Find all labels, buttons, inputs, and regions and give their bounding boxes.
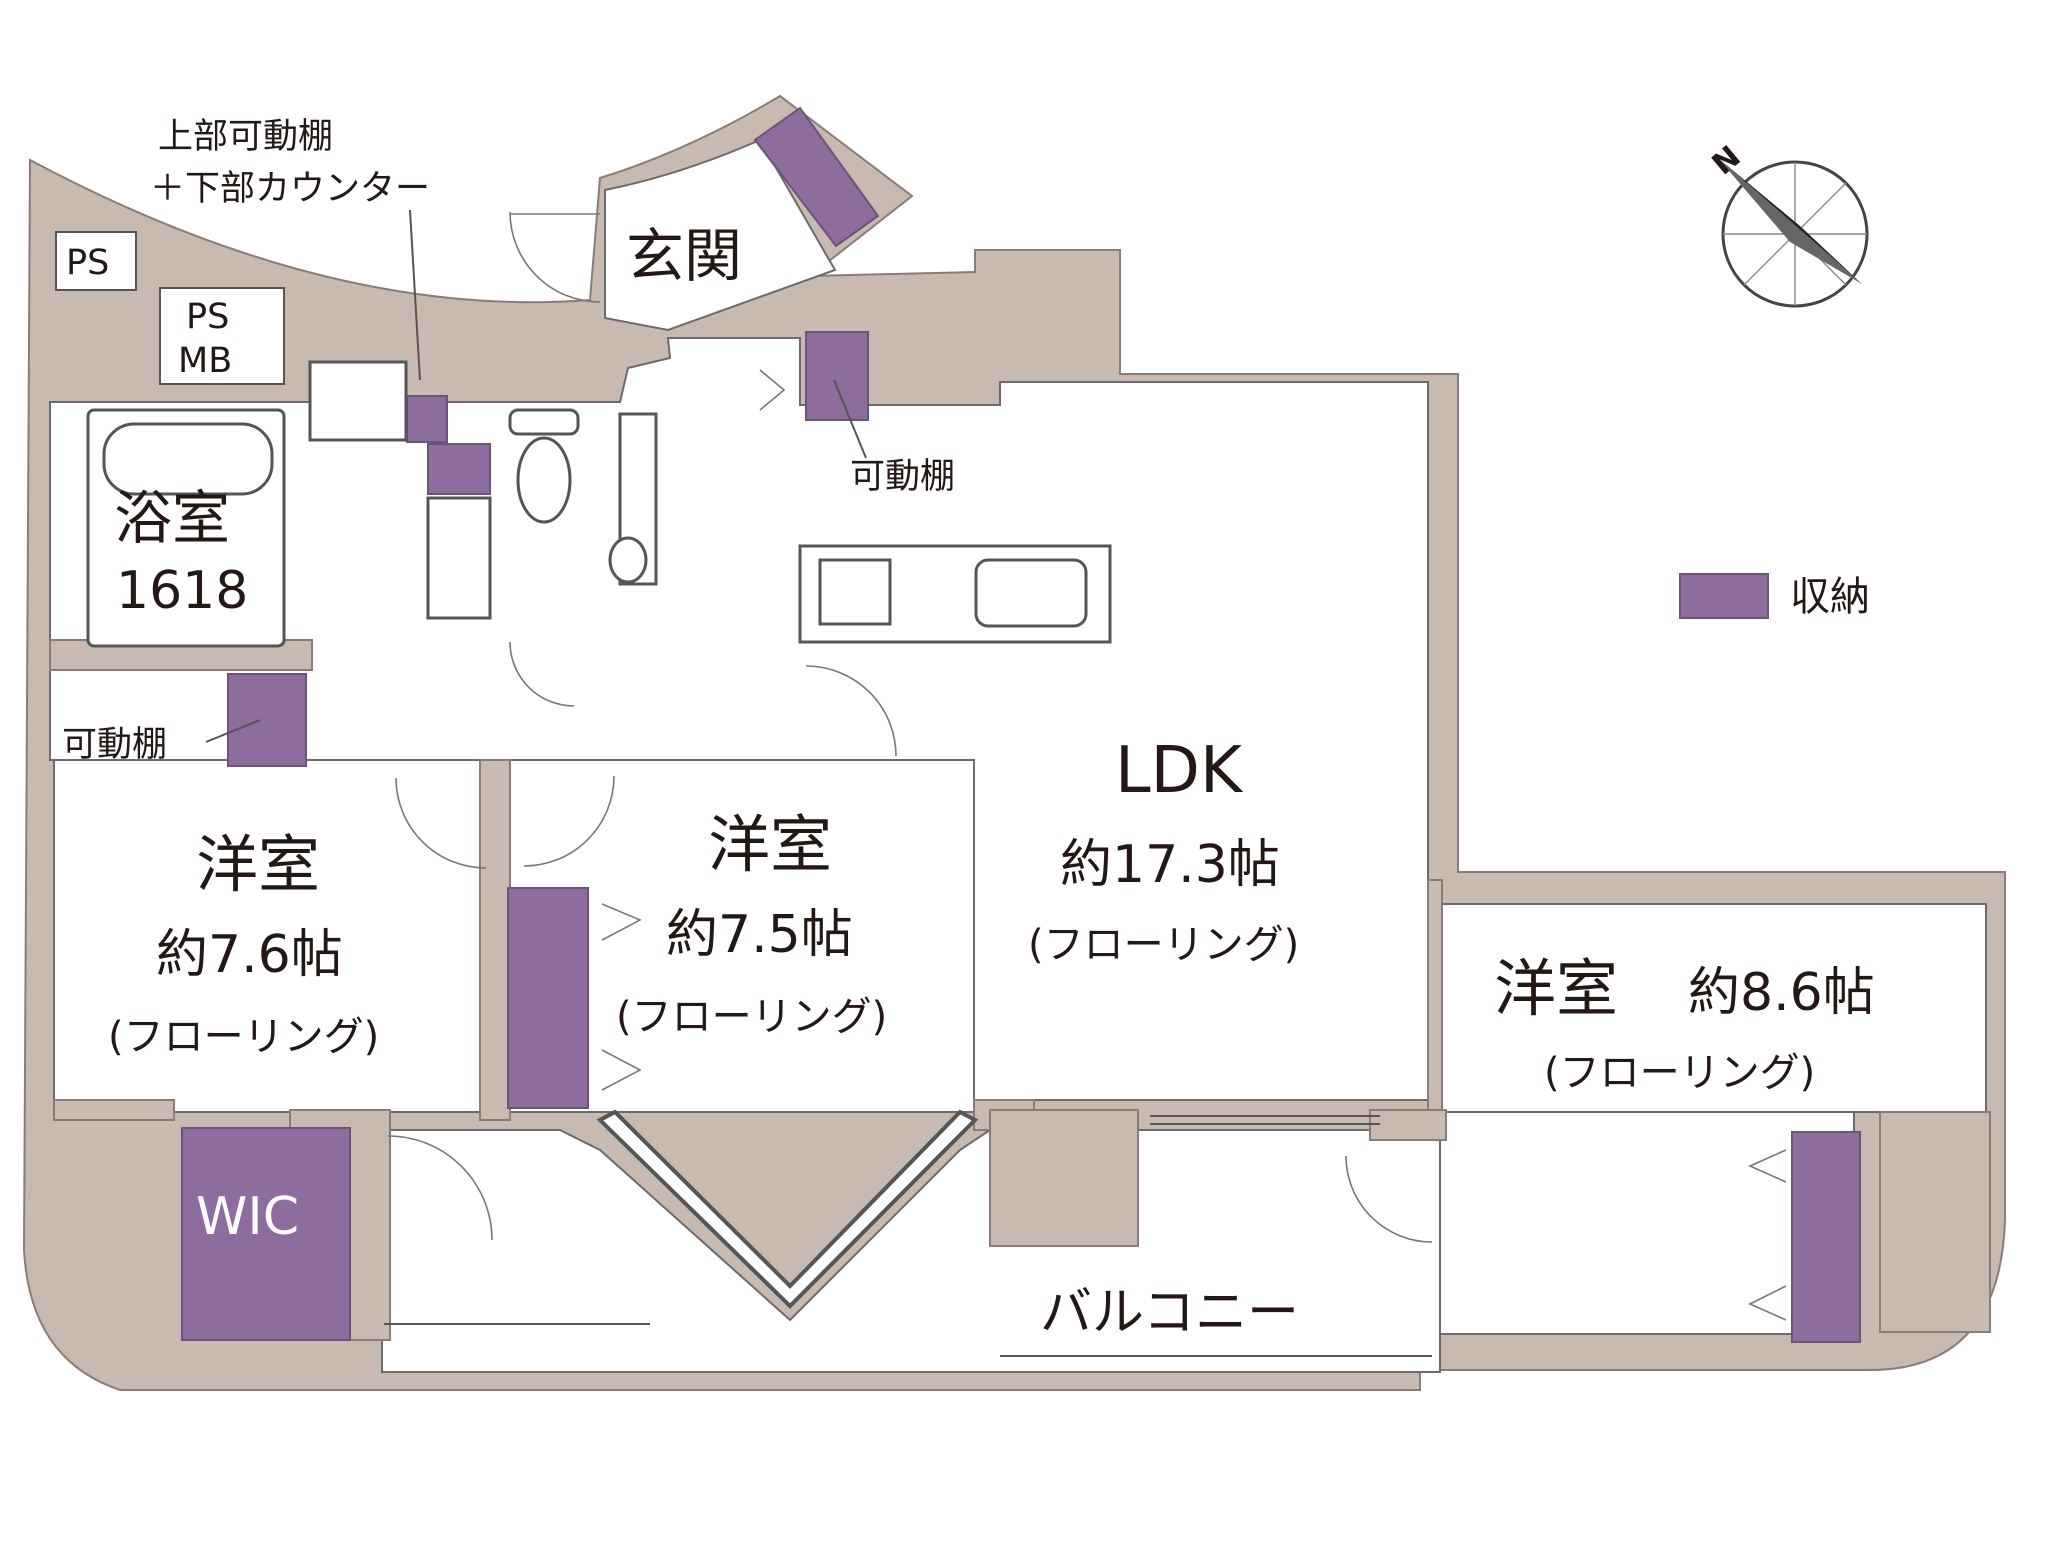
compass: N [1706, 139, 1869, 308]
note-movable-shelf-kitchen: 可動棚 [850, 457, 955, 497]
ps-mb-box [159, 287, 285, 385]
fixtures [86, 360, 1112, 648]
legend-storage-swatch [1679, 573, 1769, 619]
west-room-area: 約7.6帖 [156, 925, 343, 985]
left-shelf-leader [205, 719, 261, 743]
east-room-label: 洋室 [1494, 952, 1618, 1025]
center-room-area: 約7.5帖 [666, 905, 853, 965]
mb-label: MB [178, 341, 232, 381]
note-leader [409, 209, 421, 381]
bath-label: 浴室 [114, 484, 230, 552]
ldk-label: LDK [1115, 734, 1244, 808]
entrance-label: 玄関 [626, 222, 742, 290]
compass-north-label: N [1706, 139, 1748, 182]
wic-label: WIC [196, 1187, 299, 1247]
note-movable-shelf-left: 可動棚 [62, 725, 167, 765]
note-upper-shelf: 上部可動棚 [158, 117, 333, 157]
east-room-floor: (フローリング) [1544, 1050, 1815, 1096]
legend: 収納 [1679, 573, 1870, 620]
ps-label-2: PS [186, 297, 229, 337]
bay-window [596, 1109, 979, 1309]
ps-label-1: PS [66, 243, 109, 283]
note-lower-counter: ＋下部カウンター [150, 169, 430, 209]
bath-size: 1618 [116, 561, 248, 621]
center-room-floor: (フローリング) [616, 994, 887, 1040]
center-room-label: 洋室 [708, 808, 832, 881]
ldk-area: 約17.3帖 [1060, 835, 1280, 895]
storage-areas [181, 106, 1861, 1343]
kitchen-shelf-leader [833, 379, 867, 459]
west-room-floor: (フローリング) [108, 1014, 379, 1060]
legend-storage-label: 収納 [1790, 574, 1870, 620]
balcony-rails [384, 1115, 1432, 1357]
balcony-label: バルコニー [1040, 1283, 1299, 1343]
ldk-floor: (フローリング) [1028, 922, 1299, 968]
interior-floor [49, 337, 1987, 1373]
ps-box-1 [55, 231, 137, 291]
west-room-label: 洋室 [196, 828, 320, 901]
entrance-floor [604, 138, 837, 332]
door-swings [387, 211, 1787, 1321]
east-room-area: 約8.6帖 [1688, 963, 1875, 1023]
